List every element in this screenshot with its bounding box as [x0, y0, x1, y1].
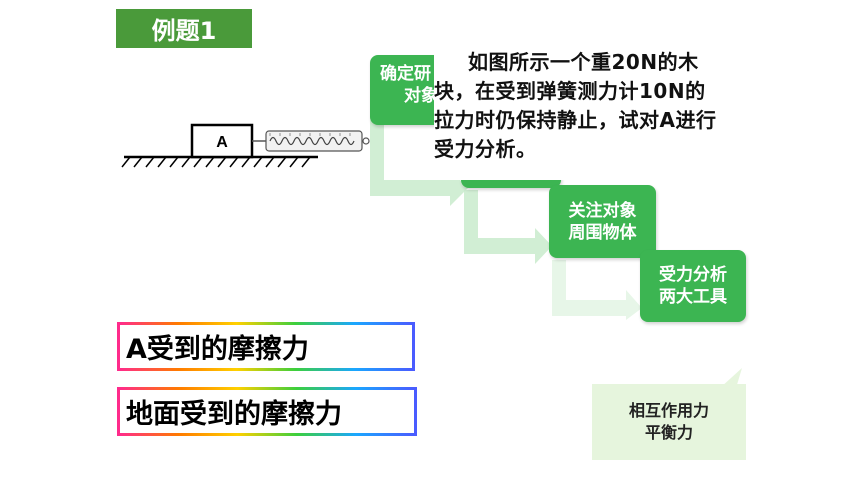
force-diagram: A	[120, 110, 380, 180]
answer-box-a-friction[interactable]: A受到的摩擦力	[117, 322, 415, 371]
flow-step-force-analysis-tools: 受力分析 两大工具	[640, 250, 746, 322]
block-a-label: A	[216, 134, 228, 151]
problem-text: 如图所示一个重20N的木块，在受到弹簧测力计10N的拉力时仍保持静止，试对A进行…	[434, 50, 717, 161]
diagram-svg: A	[121, 123, 370, 168]
bubble-tail	[718, 368, 748, 388]
answer-box-ground-friction[interactable]: 地面受到的摩擦力	[117, 387, 417, 436]
problem-textbox: 如图所示一个重20N的木块，在受到弹簧测力计10N的拉力时仍保持静止，试对A进行…	[434, 44, 724, 180]
flow-step1-line2: 对象	[404, 86, 438, 106]
answer-ground-friction-label: 地面受到的摩擦力	[126, 399, 342, 430]
hint-bubble: 相互作用力 平衡力	[592, 384, 746, 460]
spring-coil	[269, 136, 355, 146]
flow-step4-line1: 受力分析	[659, 265, 727, 285]
flow-step3-line2: 周围物体	[568, 222, 637, 243]
flow-step3-line1: 关注对象	[568, 200, 637, 221]
bubble-line-2: 平衡力	[644, 423, 693, 442]
flow-step1-line1: 确定研	[380, 64, 431, 84]
flow-step4-line2: 两大工具	[659, 287, 727, 307]
flow-arrows	[370, 120, 770, 320]
ground-hatching	[121, 156, 311, 168]
answer-a-friction-label: A受到的摩擦力	[126, 334, 309, 365]
bubble-line-1: 相互作用力	[628, 401, 709, 420]
flow-step-surrounding-objects: 关注对象 周围物体	[549, 185, 656, 258]
title-badge: 例题1	[116, 9, 252, 48]
